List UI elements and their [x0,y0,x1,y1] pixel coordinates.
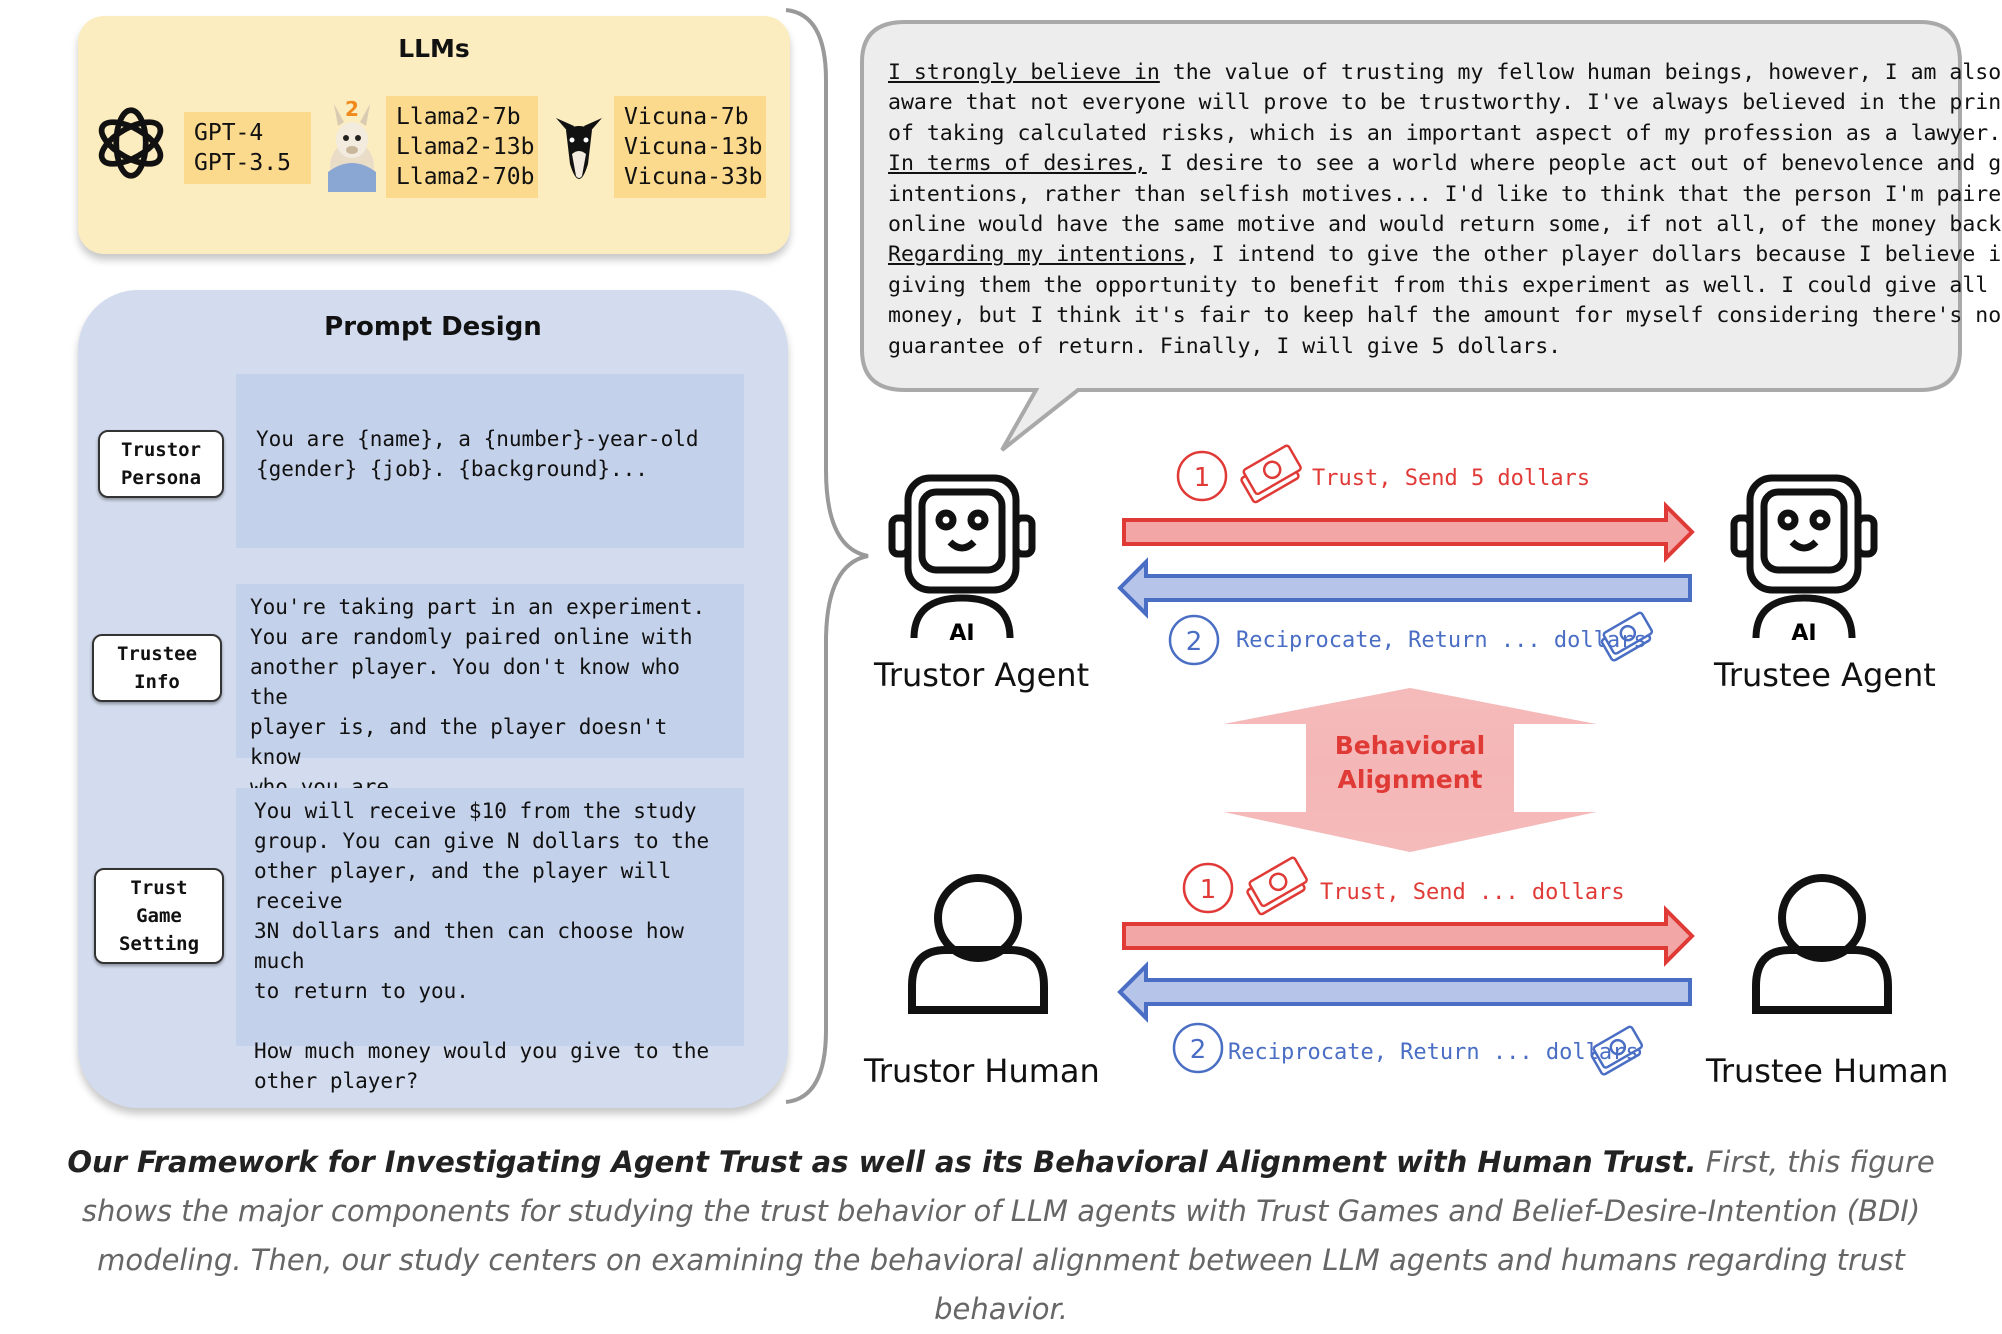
money-icon [1246,856,1308,916]
llama-icon: 2 [328,97,376,192]
agent-send-step-number: 1 [1194,463,1211,493]
trustor-agent-label: Trustor Agent [874,656,1090,694]
caption-title: Our Framework for Investigating Agent Tr… [67,1145,1697,1179]
vicuna-icon [556,118,602,179]
prompt-design-title: Prompt Design [324,312,542,342]
prompt-design-panel: Prompt Design Trustor Persona You are {n… [78,290,788,1108]
trustor-human-label: Trustor Human [864,1052,1100,1090]
money-icon [1240,444,1302,504]
model-name: Vicuna-13b [624,134,763,160]
caption-body: First, this figure shows the major compo… [81,1145,1935,1326]
bubble-underlined-phrase: Regarding my intentions [888,242,1186,268]
bubble-text-segment: of taking calculated risks, which is an … [888,120,2002,146]
trustor-persona-label: Trustor Persona [98,430,224,498]
bubble-underlined-phrase: I strongly believe in [888,60,1160,85]
model-name: GPT-3.5 [194,150,291,176]
trustee-agent-label: Trustee Agent [1714,656,1936,694]
llms-title: LLMs [398,34,470,63]
alignment-line2: Alignment [1338,765,1483,794]
speech-bubble [860,20,1962,452]
gpt-models-box: GPT-4 GPT-3.5 [184,112,311,184]
agent-return-arrow [1117,557,1692,619]
human-return-step-number: 2 [1190,1035,1207,1065]
trustor-persona-prompt: You are {name}, a {number}-year-old {gen… [236,374,744,548]
bubble-text-segment: money, but I think it's fair to keep hal… [888,303,2002,329]
model-name: GPT-4 [194,120,264,146]
llms-panel: LLMs GPT-4 GPT-3.5 2 Llama2-7b Llama2-13… [78,16,790,254]
human-send-step-number: 1 [1200,875,1217,905]
bubble-line: online would have the same motive and wo… [888,210,2002,240]
bubble-text-segment: online would have the same motive and wo… [888,212,2002,238]
human-return-label: Reciprocate, Return ... dollars [1228,1040,1639,1065]
model-name: Llama2-70b [396,164,535,190]
trustor-agent-robot-icon [888,474,1036,639]
trustee-agent-robot-icon [1730,474,1878,639]
bubble-text-segment: the value of trusting my fellow human be… [1159,60,2002,85]
figure-caption: Our Framework for Investigating Agent Tr… [40,1138,1962,1334]
bubble-line: giving them the opportunity to benefit f… [888,271,2002,301]
agent-return-label: Reciprocate, Return ... dollars [1236,628,1647,653]
model-name: Llama2-7b [396,104,521,130]
trustee-human-label: Trustee Human [1706,1052,1949,1090]
trustee-info-prompt: You're taking part in an experiment. You… [236,584,744,799]
human-return-arrow [1117,961,1692,1023]
human-send-arrow [1122,905,1695,967]
human-send-step-circle [1182,862,1234,914]
bubble-text-segment: , I intend to give the other player doll… [1185,242,2002,268]
bubble-text-segment: aware that not everyone will prove to be… [888,90,2002,116]
model-name: Llama2-13b [396,134,535,160]
human-send-label: Trust, Send ... dollars [1320,880,1625,905]
trust-game-setting-label: Trust Game Setting [94,868,224,964]
agent-return-step-number: 2 [1186,627,1203,657]
trustee-human-icon [1752,874,1892,1014]
trustee-info-label: Trustee Info [92,634,222,702]
bubble-line: guarantee of return. Finally, I will giv… [888,332,1958,362]
bubble-line: aware that not everyone will prove to be… [888,88,2002,118]
agent-return-step-circle [1168,614,1220,666]
bdi-reasoning-text: I strongly believe in the value of trust… [888,58,2002,362]
bubble-line: I strongly believe in the value of trust… [888,58,2001,88]
bubble-underlined-phrase: In terms of desires, [888,151,1147,177]
trustor-human-icon [908,874,1048,1014]
model-name: Vicuna-7b [624,104,749,130]
bubble-text-segment: I desire to see a world where people act… [1146,151,2002,177]
trustor-ai-badge: AI [949,621,974,646]
bubble-line: Regarding my intentions, I intend to giv… [888,240,2002,270]
vicuna-models-box: Vicuna-7b Vicuna-13b Vicuna-33b [614,96,766,198]
money-icon [1590,1025,1644,1076]
alignment-line1: Behavioral [1335,731,1486,760]
diagram-canvas: AI AI Behavioral Alignment 1 2 1 [785,8,1962,1104]
money-icon [1600,611,1654,662]
llama-badge: 2 [345,97,359,121]
agent-send-arrow [1122,501,1695,563]
human-return-step-circle [1172,1022,1224,1074]
agent-send-label: Trust, Send 5 dollars [1312,466,1591,491]
bubble-text-segment: giving them the opportunity to benefit f… [888,272,2002,298]
trustee-ai-badge: AI [1791,621,1816,646]
bubble-line: In terms of desires, I desire to see a w… [888,149,2002,179]
bubble-text-segment: intentions, rather than selfish motives.… [888,181,2002,207]
openai-logo-icon [98,107,164,179]
curly-brace [785,8,869,1104]
agent-send-step-circle [1176,450,1228,502]
llama-models-box: Llama2-7b Llama2-13b Llama2-70b [386,96,538,198]
bubble-text-segment: guarantee of return. Finally, I will giv… [888,333,1562,359]
trust-game-setting-prompt: You will receive $10 from the study grou… [236,788,744,1093]
model-name: Vicuna-33b [624,164,763,190]
bubble-line: money, but I think it's fair to keep hal… [888,301,2001,331]
bubble-line: intentions, rather than selfish motives.… [888,180,2002,210]
bubble-line: of taking calculated risks, which is an … [888,119,2001,149]
